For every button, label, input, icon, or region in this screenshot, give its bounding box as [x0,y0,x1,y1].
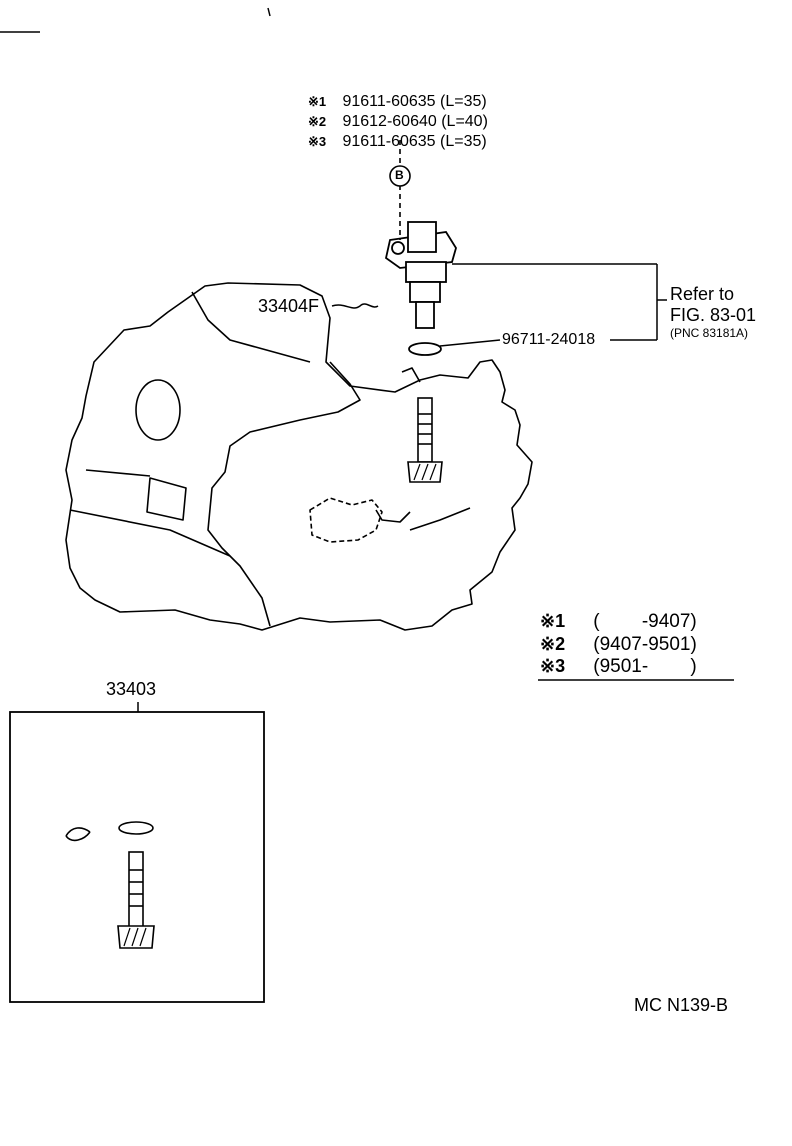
legend-row-3: ※3 (9501- ) [540,657,697,676]
legend-row-2: ※2 (9407-9501) [540,635,697,654]
legend-row-1: ※1 ( -9407) [540,612,697,631]
legend-row-1-range: ( -9407) [593,611,697,632]
bolt-callout-1-part: 91611-60635 (L=35) [342,93,487,110]
bolt-callout-1-mark: ※1 [308,94,327,109]
bolt-callout-3-part: 91611-60635 (L=35) [342,133,487,150]
leader-lines [137,263,734,712]
bolt-symbol-label: B [395,168,404,182]
o-ring [408,342,442,356]
figure-code: MC N139-B [634,995,729,1015]
legend-row-3-mark: ※3 [540,656,566,676]
refer-line-2: FIG. 83-01 [670,305,757,325]
kit-box [9,711,265,1003]
bolt-callout-3-mark: ※3 [308,134,327,149]
bolt-symbol-circle [389,165,411,187]
bolt-callout-2-mark: ※2 [308,114,327,129]
kit-label: 33403 [106,679,157,699]
driven-gear [407,397,443,483]
refer-line-1: Refer to [670,284,735,304]
grease-label: 33404F [258,296,320,316]
bolt-callout-2-part: 91612-60640 (L=40) [342,113,488,130]
legend-row-2-mark: ※2 [540,634,566,654]
bolt-callout-2: ※2 91612-60640 (L=40) [308,114,488,130]
legend-row-1-mark: ※1 [540,611,566,631]
oring-label: 96711-24018 [502,331,596,348]
scan-marks [0,7,271,33]
bolt-callout-3: ※3 91611-60635 (L=35) [308,134,487,150]
transaxle-housing [65,282,533,631]
refer-line-3: (PNC 83181A) [670,326,749,340]
legend-row-2-range: (9407-9501) [593,634,697,655]
bolt-callout-1: ※1 91611-60635 (L=35) [308,94,487,110]
speed-sensor [384,221,457,329]
legend-row-3-range: (9501- ) [593,656,697,677]
kit-contents [65,821,155,949]
